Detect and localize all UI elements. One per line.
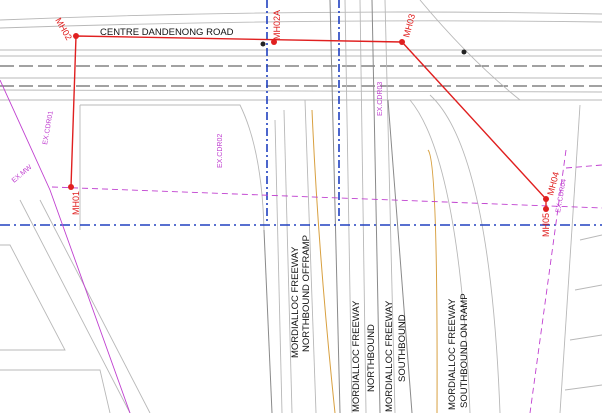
existing-services <box>0 79 602 413</box>
mh02a-label: MH02A <box>272 10 282 40</box>
survey-point <box>260 41 266 47</box>
mh05-label: MH05 <box>541 213 551 237</box>
manhole-mh05[interactable] <box>543 206 549 212</box>
carriageway-label-line1: MORDIALLOC FREEWAY <box>290 246 301 358</box>
mh01-label: MH01 <box>71 191 81 215</box>
ex-mw-label: EX.MW <box>11 164 34 185</box>
manhole-mh02a[interactable] <box>271 39 277 45</box>
drainage-network <box>70 35 547 209</box>
ex-cdr01-label: EX.CDR01 <box>42 110 55 145</box>
manhole-mh03[interactable] <box>399 39 405 45</box>
carriageway-label-line2: SOUTHBOUND <box>397 314 408 382</box>
boundary-lines <box>0 0 602 226</box>
mh02-label: MH02 <box>53 16 74 42</box>
carriageway-label-line2: NORTHBOUND <box>366 324 377 392</box>
manhole-mh02[interactable] <box>73 33 79 39</box>
manhole-mh04[interactable] <box>543 196 549 202</box>
carriageway-labels: MORDIALLOC FREEWAY NORTHBOUND OFFRAMP MO… <box>290 235 470 412</box>
survey-point <box>461 49 467 55</box>
road-label: CENTRE DANDENONG ROAD <box>100 27 234 38</box>
ex-cdr03-label: EX.CDR03 <box>377 82 384 116</box>
ex-cdr02-label: EX.CDR02 <box>217 134 224 168</box>
carriageway-label-line1: MORDIALLOC FREEWAY <box>351 300 362 412</box>
manhole-mh01[interactable] <box>68 184 74 190</box>
carriageway-label-line2: SOUTHBOUND ON RAMP <box>459 293 470 408</box>
carriageway-label-line1: MORDIALLOC FREEWAY <box>384 300 395 412</box>
carriageway-label-line2: NORTHBOUND OFFRAMP <box>301 235 312 352</box>
mh03-label: MH03 <box>401 13 417 39</box>
carriageway-label-line1: MORDIALLOC FREEWAY <box>447 298 458 410</box>
